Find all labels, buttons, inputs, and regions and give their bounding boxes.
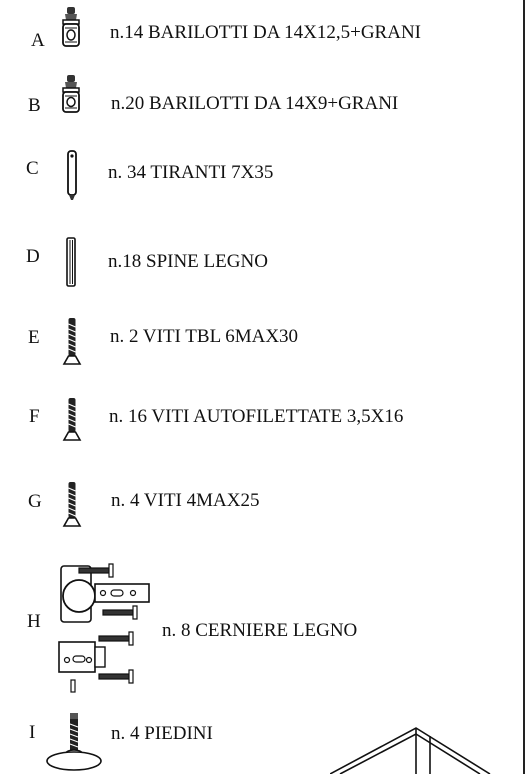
item-i-description: n. 4 PIEDINI — [111, 723, 213, 744]
hinge-with-screws-icon — [58, 563, 150, 693]
item-d-description: n.18 SPINE LEGNO — [108, 251, 268, 272]
item-d-letter: D — [26, 246, 40, 267]
item-g-description: n. 4 VITI 4MAX25 — [111, 490, 260, 511]
item-e-description: n. 2 VITI TBL 6MAX30 — [110, 326, 299, 347]
item-b-letter: B — [28, 95, 41, 116]
wooden-dowel-icon — [66, 237, 76, 287]
item-c-description: n. 34 TIRANTI 7X35 — [108, 162, 274, 183]
screw-icon — [62, 398, 82, 441]
screw-icon — [62, 482, 82, 527]
barrel-nut-with-grub-screw-icon — [62, 7, 80, 47]
item-e-letter: E — [28, 327, 40, 348]
item-c-letter: C — [26, 158, 39, 179]
furniture-assembly-drawing — [330, 727, 491, 774]
item-a-description: n.14 BARILOTTI DA 14X12,5+GRANI — [110, 22, 422, 43]
adjustable-foot-icon — [46, 713, 102, 771]
item-h-letter: H — [27, 611, 41, 632]
item-a-letter: A — [31, 30, 45, 51]
item-h-description: n. 8 CERNIERE LEGNO — [162, 620, 358, 641]
item-f-letter: F — [29, 406, 40, 427]
page-right-border — [523, 0, 525, 774]
item-g-letter: G — [28, 491, 42, 512]
item-f-description: n. 16 VITI AUTOFILETTATE 3,5X16 — [109, 406, 404, 427]
barrel-nut-with-grub-screw-icon — [62, 75, 80, 113]
item-i-letter: I — [29, 722, 36, 743]
item-b-description: n.20 BARILOTTI DA 14X9+GRANI — [111, 93, 399, 114]
tie-rod-icon — [67, 150, 77, 200]
screw-icon — [62, 318, 82, 365]
